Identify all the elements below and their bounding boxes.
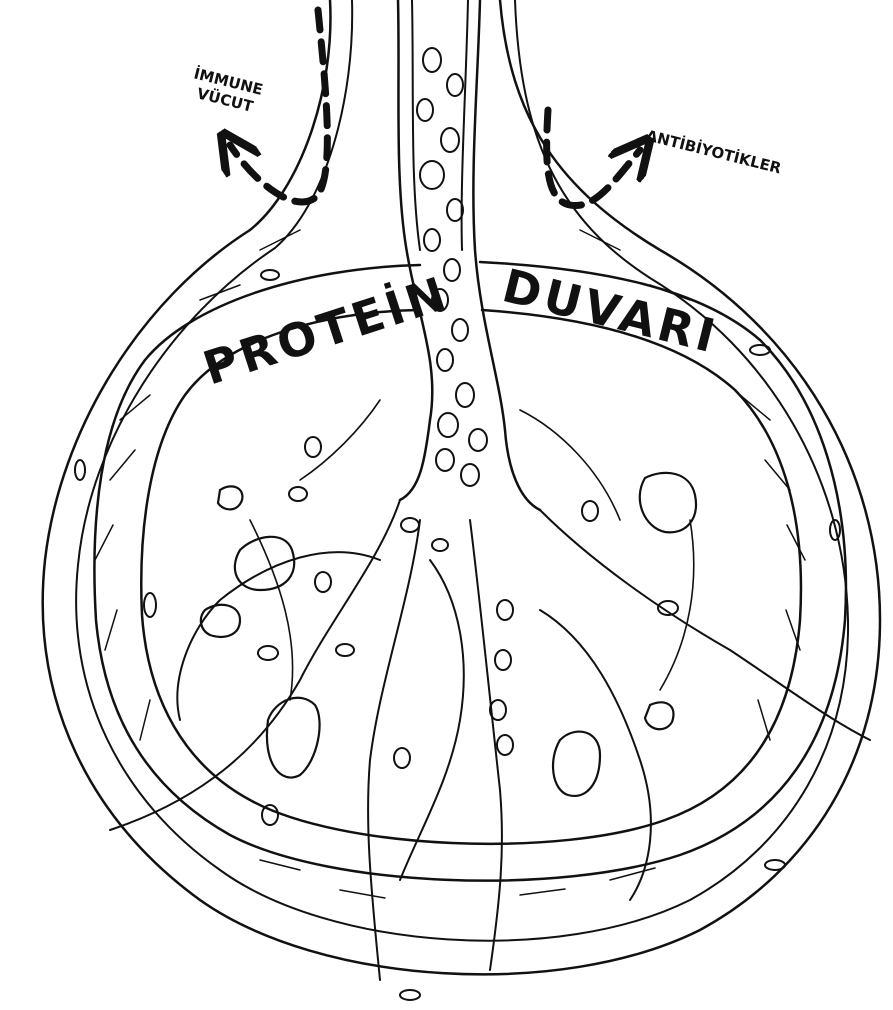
protein-wall-label-right: DUVARI xyxy=(497,258,724,364)
outer-tissue-layer xyxy=(43,0,880,974)
water-channel xyxy=(398,0,540,510)
antibiotics-label: ANTİBİYOTİKLER xyxy=(644,125,784,177)
cell-particles xyxy=(75,48,840,1000)
large-cells xyxy=(201,473,696,796)
antibiotic-arrow xyxy=(547,110,640,206)
protein-wall-label-left: PROTEİN xyxy=(197,265,456,395)
